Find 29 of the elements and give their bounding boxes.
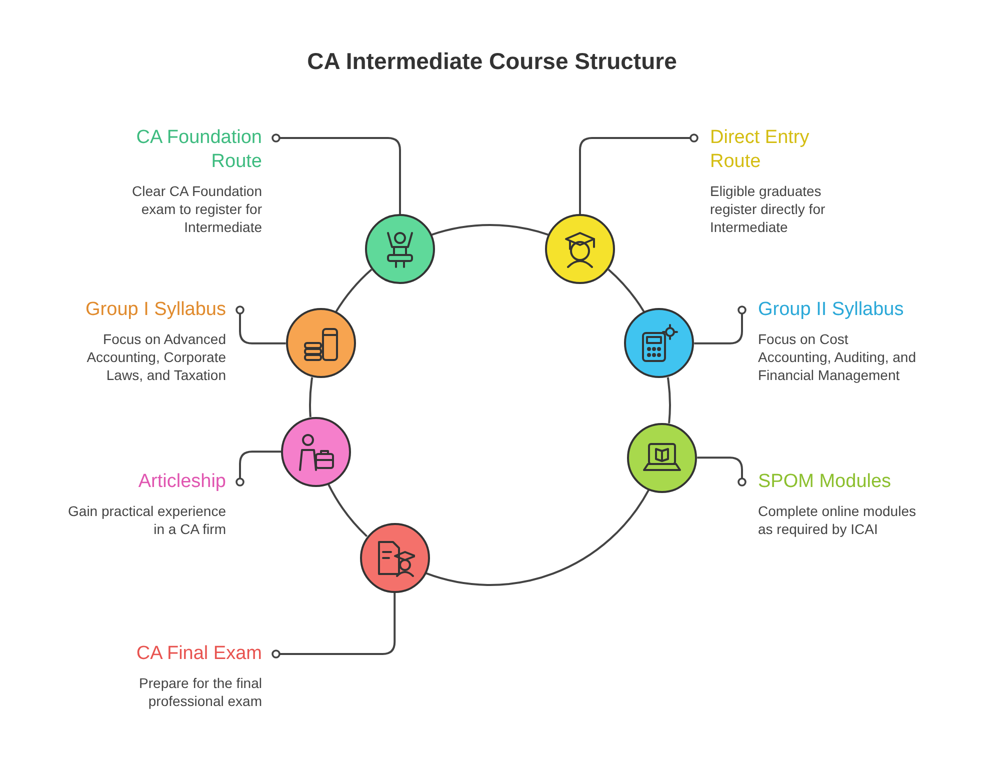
ring-arc [328, 484, 368, 537]
step-heading: CA Final Exam [135, 642, 262, 666]
step-description: Eligible graduates register directly for Intermediate [710, 182, 826, 236]
step-description: Gain practical experience in a CA firm [67, 502, 226, 538]
step-description: Focus on Cost Accounting, Auditing, and Financial Management [758, 330, 918, 384]
leader-line [694, 306, 746, 344]
leader-line [236, 306, 286, 344]
ring-arc [335, 268, 372, 312]
leader-line [272, 134, 401, 214]
step-heading: Group I Syllabus [84, 298, 226, 322]
title: CA Intermediate Course Structure [306, 48, 678, 75]
step-description: Clear CA Foundation exam to register for Intermediate [131, 182, 262, 236]
step-heading: SPOM Modules [758, 470, 892, 494]
step-heading: Articleship [137, 470, 226, 494]
ring-arc [309, 377, 314, 418]
ring-arc [666, 377, 671, 424]
step-heading: CA Foundation Route [135, 126, 262, 174]
step-description: Focus on Advanced Accounting, Corporate Laws, and Taxation [86, 330, 226, 384]
leader-line [236, 450, 282, 486]
step-description: Prepare for the final professional exam [138, 674, 262, 710]
step-heading: Group II Syllabus [758, 298, 905, 322]
ring-arc [608, 268, 645, 312]
ring-arc [432, 224, 548, 236]
leader-line [697, 456, 746, 486]
step-heading: Direct Entry Route [710, 126, 810, 174]
step-description: Complete online modules as required by ICAI [758, 502, 917, 538]
leader-line [579, 134, 698, 214]
ring-arc [426, 489, 650, 586]
leader-line [272, 592, 396, 658]
